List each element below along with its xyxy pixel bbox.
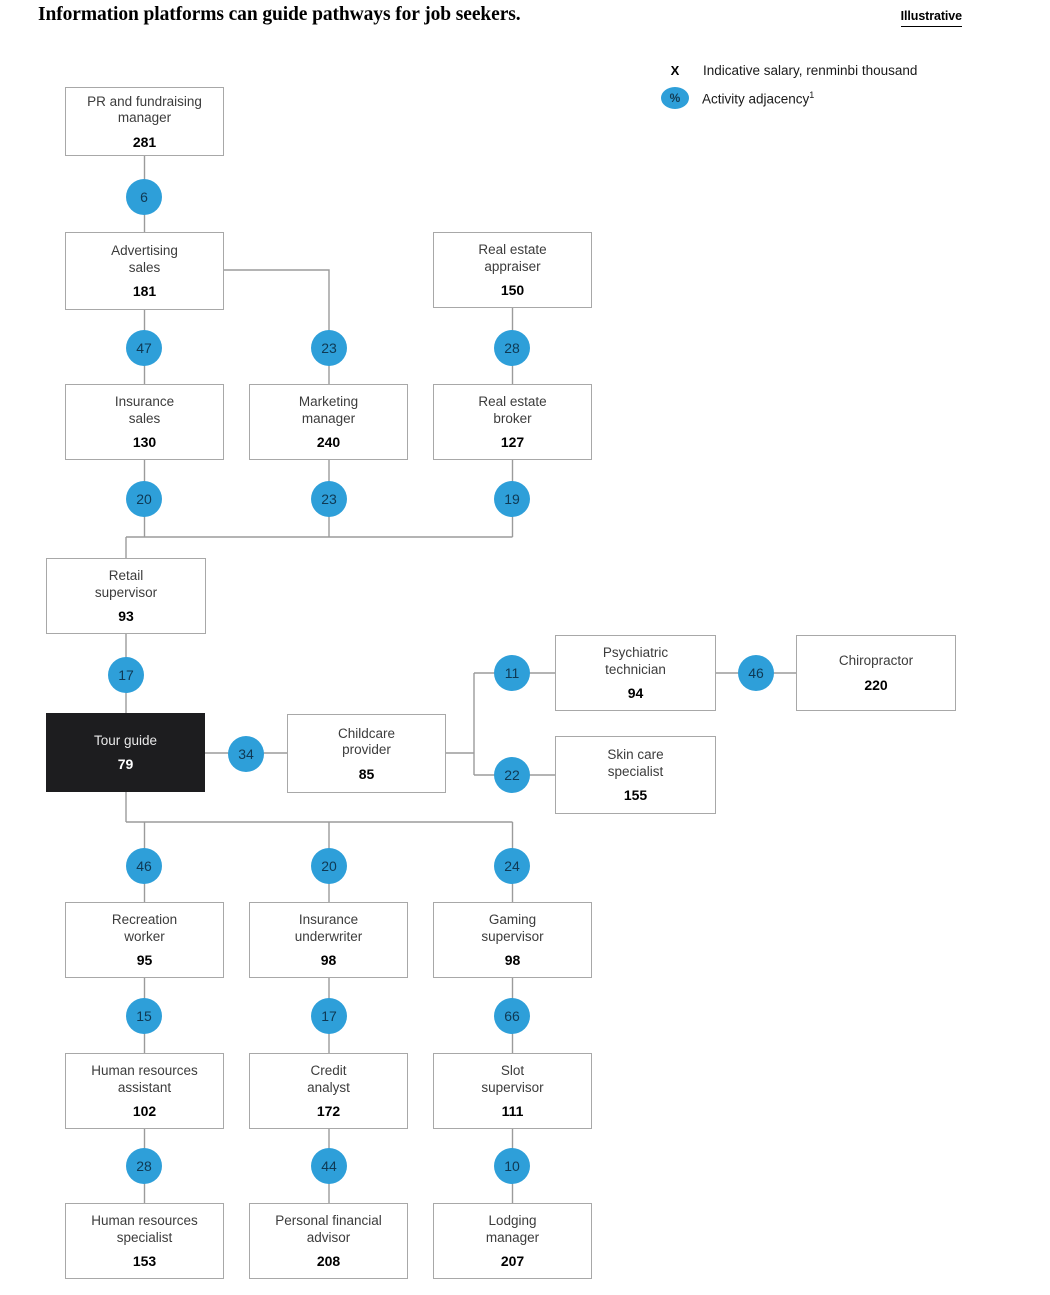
node-label: Childcare provider <box>337 725 396 758</box>
edge-badge-insurance-to-retail[interactable]: 20 <box>126 481 162 517</box>
node-value: 155 <box>623 787 648 803</box>
percent-chip-icon: % <box>661 87 689 109</box>
footnote-marker: 1 <box>809 89 815 100</box>
edge-badge-slot-to-lodging[interactable]: 10 <box>494 1148 530 1184</box>
node-childcare-provider[interactable]: Childcare provider 85 <box>287 714 446 793</box>
edge-badge-underwriter-to-credit[interactable]: 17 <box>311 998 347 1034</box>
edge-badge-advertising-to-insurance[interactable]: 47 <box>126 330 162 366</box>
node-value: 98 <box>320 952 337 968</box>
edge-badge-marketing-to-retail[interactable]: 23 <box>311 481 347 517</box>
node-human-resources-assistant[interactable]: Human resources assistant 102 <box>65 1053 224 1129</box>
node-label: Retail supervisor <box>94 568 158 600</box>
node-insurance-underwriter[interactable]: Insurance underwriter 98 <box>249 902 408 978</box>
node-value: 130 <box>132 434 157 450</box>
node-value: 85 <box>358 765 375 782</box>
legend-item-salary: X Indicative salary, renminbi thousand <box>660 56 918 84</box>
node-value: 207 <box>500 1253 525 1269</box>
node-chiropractor[interactable]: Chiropractor 220 <box>796 635 956 711</box>
node-label: Advertising sales <box>111 243 178 275</box>
node-value: 127 <box>500 434 525 450</box>
node-value: 172 <box>316 1103 341 1119</box>
node-retail-supervisor[interactable]: Retail supervisor 93 <box>46 558 206 634</box>
edge-badge-appraiser-to-broker[interactable]: 28 <box>494 330 530 366</box>
node-label: Real estate broker <box>478 394 547 426</box>
legend-item-adjacency: % Activity adjacency1 <box>660 84 917 112</box>
node-label: Insurance sales <box>114 394 175 426</box>
edge-badge-advertising-to-marketing[interactable]: 23 <box>311 330 347 366</box>
node-value: 220 <box>864 676 888 693</box>
node-label: Chiropractor <box>838 653 914 669</box>
node-label: Insurance underwriter <box>294 912 363 944</box>
node-marketing-manager[interactable]: Marketing manager 240 <box>249 384 408 460</box>
node-tour-guide[interactable]: Tour guide 79 <box>46 713 205 792</box>
node-human-resources-specialist[interactable]: Human resources specialist 153 <box>65 1203 224 1279</box>
node-label: Real estate appraiser <box>478 242 547 274</box>
node-label: Slot supervisor <box>481 1063 544 1095</box>
salary-mark-icon: X <box>670 62 680 78</box>
node-label: Tour guide <box>93 732 158 748</box>
node-label: Personal financial advisor <box>275 1213 382 1245</box>
node-personal-financial-advisor[interactable]: Personal financial advisor 208 <box>249 1203 408 1279</box>
node-skin-care-specialist[interactable]: Skin care specialist 155 <box>555 736 716 814</box>
node-pr-fundraising-manager[interactable]: PR and fundraising manager 281 <box>65 87 224 156</box>
node-slot-supervisor[interactable]: Slot supervisor 111 <box>433 1053 592 1129</box>
edge-badge-childcare-to-psychiatric[interactable]: 11 <box>494 655 530 691</box>
edge-badge-credit-to-advisor[interactable]: 44 <box>311 1148 347 1184</box>
edge-badge-retail-to-tourguide[interactable]: 17 <box>108 657 144 693</box>
node-real-estate-broker[interactable]: Real estate broker 127 <box>433 384 592 460</box>
node-lodging-manager[interactable]: Lodging manager 207 <box>433 1203 592 1279</box>
node-recreation-worker[interactable]: Recreation worker 95 <box>65 902 224 978</box>
node-label: Gaming supervisor <box>481 912 544 944</box>
edge-badge-hrassistant-to-hrspecialist[interactable]: 28 <box>126 1148 162 1184</box>
edge-badge-childcare-to-skincare[interactable]: 22 <box>494 757 530 793</box>
node-value: 79 <box>117 756 134 773</box>
node-psychiatric-technician[interactable]: Psychiatric technician 94 <box>555 635 716 711</box>
node-value: 208 <box>316 1253 341 1269</box>
node-value: 153 <box>132 1253 157 1269</box>
node-label: Human resources assistant <box>91 1063 198 1095</box>
edge-badge-pr-to-advertising[interactable]: 6 <box>126 179 162 215</box>
node-label: Marketing manager <box>298 394 359 426</box>
illustrative-tag: Illustrative <box>900 9 962 27</box>
node-label: Psychiatric technician <box>602 645 669 677</box>
edge-badge-broker-to-retail[interactable]: 19 <box>494 481 530 517</box>
node-advertising-sales[interactable]: Advertising sales 181 <box>65 232 224 310</box>
edge-badge-tourguide-to-childcare[interactable]: 34 <box>228 736 264 772</box>
node-value: 94 <box>627 685 644 701</box>
node-value: 102 <box>132 1103 157 1119</box>
node-label: Human resources specialist <box>91 1213 198 1245</box>
legend-label-salary: Indicative salary, renminbi thousand <box>703 62 918 78</box>
node-label: Credit analyst <box>307 1063 350 1095</box>
node-insurance-sales[interactable]: Insurance sales 130 <box>65 384 224 460</box>
page-title: Information platforms can guide pathways… <box>38 4 521 25</box>
edge-badge-recreation-to-hrassistant[interactable]: 15 <box>126 998 162 1034</box>
edge-badge-gaming-to-slot[interactable]: 66 <box>494 998 530 1034</box>
node-label: PR and fundraising manager <box>87 93 202 126</box>
node-value: 281 <box>132 133 157 150</box>
node-value: 150 <box>500 282 525 298</box>
node-label: Lodging manager <box>485 1213 540 1245</box>
node-value: 95 <box>136 952 153 968</box>
node-value: 98 <box>504 952 521 968</box>
legend-label-adjacency-text: Activity adjacency <box>702 91 810 107</box>
node-value: 181 <box>132 283 157 299</box>
node-label: Skin care specialist <box>607 747 664 779</box>
node-value: 240 <box>316 434 341 450</box>
node-value: 111 <box>501 1103 524 1119</box>
legend-label-adjacency: Activity adjacency1 <box>702 90 814 107</box>
legend: X Indicative salary, renminbi thousand %… <box>660 56 917 112</box>
node-label: Recreation worker <box>111 912 178 944</box>
edge-badge-psychiatric-to-chiropractor[interactable]: 46 <box>738 655 774 691</box>
edge-badge-tourguide-to-recreation[interactable]: 46 <box>126 848 162 884</box>
node-credit-analyst[interactable]: Credit analyst 172 <box>249 1053 408 1129</box>
node-value: 93 <box>118 608 134 624</box>
edge-badge-tourguide-to-underwriter[interactable]: 20 <box>311 848 347 884</box>
node-gaming-supervisor[interactable]: Gaming supervisor 98 <box>433 902 592 978</box>
node-real-estate-appraiser[interactable]: Real estate appraiser 150 <box>433 232 592 308</box>
edge-badge-tourguide-to-gaming[interactable]: 24 <box>494 848 530 884</box>
